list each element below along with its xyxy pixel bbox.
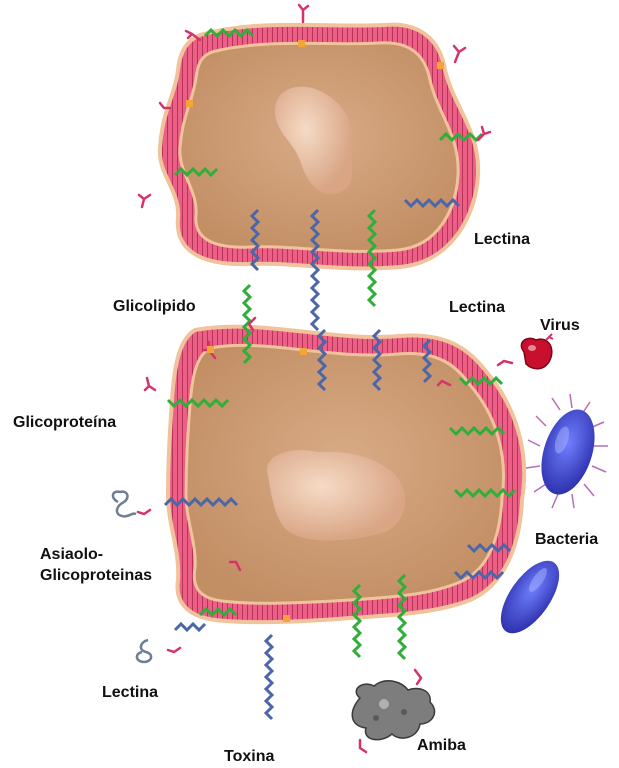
top-cell — [160, 25, 478, 269]
label-amiba: Amiba — [417, 736, 466, 755]
label-glicolipido: Glicolipido — [113, 297, 196, 316]
label-bacteria: Bacteria — [535, 530, 598, 549]
label-glicoproteina: Glicoproteína — [13, 413, 116, 432]
label-lectina-top: Lectina — [474, 230, 530, 249]
amoeba — [352, 681, 434, 740]
label-lectina-mid: Lectina — [449, 298, 505, 317]
bacterium-hairy — [526, 394, 608, 508]
label-virus: Virus — [540, 316, 580, 335]
label-asialo-line2: Glicoproteinas — [40, 566, 152, 585]
free-lectin — [137, 640, 151, 662]
label-asialo-line1: Asiaolo- — [40, 545, 103, 564]
label-lectina-bottom: Lectina — [102, 683, 158, 702]
asialoglycoprotein — [113, 492, 136, 517]
label-toxina: Toxina — [224, 747, 274, 766]
virus — [521, 334, 553, 369]
bottom-cell — [168, 327, 524, 623]
